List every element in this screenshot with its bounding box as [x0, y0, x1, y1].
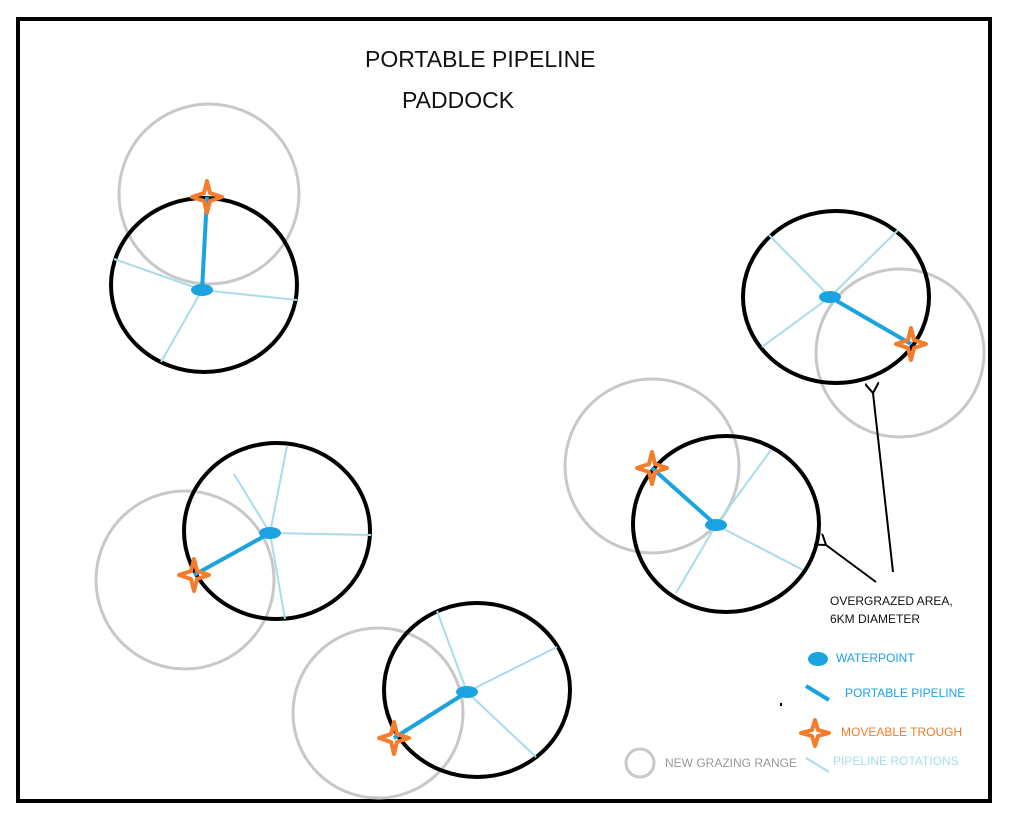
pipeline-rotation-line — [675, 524, 717, 594]
pipeline-rotation-line — [269, 445, 288, 534]
waterpoint-unit-4 — [291, 601, 572, 800]
grazing-range-circle — [291, 626, 465, 800]
portable-pipeline — [828, 295, 913, 346]
callout-arrow-to-unit-2 — [873, 393, 894, 573]
overgrazed-area-circle — [741, 209, 931, 385]
waterpoint-unit-5 — [563, 377, 821, 614]
waterpoint-unit-2 — [741, 209, 986, 439]
moveable-trough-icon — [190, 179, 224, 215]
overgrazed-area-circle — [182, 441, 372, 621]
portable-pipeline — [650, 466, 718, 527]
grazing-range-circle — [814, 267, 986, 439]
grazing-range-circle — [117, 102, 301, 286]
title-line-2: PADDOCK — [402, 87, 515, 113]
waterpoint — [191, 284, 213, 296]
legend-range-icon — [624, 747, 656, 779]
pipeline-rotation-line — [160, 289, 203, 363]
moveable-trough-icon — [894, 326, 928, 362]
waterpoint-unit-1 — [109, 102, 301, 374]
moveable-trough-icon — [635, 450, 669, 486]
callout-line-1: OVERGRAZED AREA, — [830, 594, 953, 608]
legend-trough-label: MOVEABLE TROUGH — [841, 725, 963, 739]
pipeline-rotation-line — [269, 532, 372, 536]
legend-rotations-label: PIPELINE ROTATIONS — [833, 754, 959, 768]
legend-waterpoint-icon — [808, 652, 828, 666]
pipeline-rotation-line — [466, 691, 537, 758]
overgrazed-area-circle — [631, 434, 821, 614]
legend-rotations-icon — [805, 757, 830, 773]
waterpoint — [705, 519, 727, 531]
grazing-range-circle — [94, 489, 276, 671]
legend — [624, 652, 831, 779]
legend-pipeline-icon — [804, 684, 831, 702]
pipeline-rotation-line — [233, 473, 271, 534]
waterpoint — [456, 686, 478, 698]
pipeline-rotation-line — [715, 524, 804, 571]
pipeline-rotation-line — [201, 289, 298, 301]
waterpoint — [259, 527, 281, 539]
pipeline-rotation-line — [768, 234, 831, 298]
overgrazed-callout: OVERGRAZED AREA, 6KM DIAMETER — [830, 592, 953, 628]
portable-pipeline — [392, 690, 469, 740]
legend-pipeline-label: PORTABLE PIPELINE — [845, 686, 966, 700]
overgrazed-area-circle — [109, 196, 299, 374]
pipeline-rotation-line — [466, 646, 558, 693]
legend-range-label: NEW GRAZING RANGE — [665, 756, 798, 770]
pipeline-rotation-line — [829, 229, 899, 298]
pipeline-rotation-line — [715, 449, 772, 526]
pipeline-rotation-line — [761, 296, 831, 348]
callout-arrow-to-unit-5 — [826, 545, 877, 583]
moveable-trough-icon — [377, 720, 411, 756]
grazing-range-circle — [563, 377, 741, 555]
pipeline-rotation-line — [113, 258, 203, 291]
legend-waterpoint-label: WATERPOINT — [836, 651, 915, 665]
portable-pipeline — [193, 531, 271, 577]
moveable-trough-icon — [177, 557, 211, 593]
pipeline-rotation-line — [436, 610, 468, 693]
paddock-frame — [16, 17, 992, 803]
legend-dot — [780, 703, 782, 706]
title-line-1: PORTABLE PIPELINE — [365, 46, 596, 72]
callout-line-2: 6KM DIAMETER — [830, 612, 921, 626]
overgrazed-area-circle — [382, 601, 572, 779]
waterpoint — [819, 291, 841, 303]
legend-trough-icon — [799, 718, 831, 748]
pipeline-rotation-line — [269, 532, 286, 620]
waterpoint-unit-3 — [94, 441, 372, 671]
